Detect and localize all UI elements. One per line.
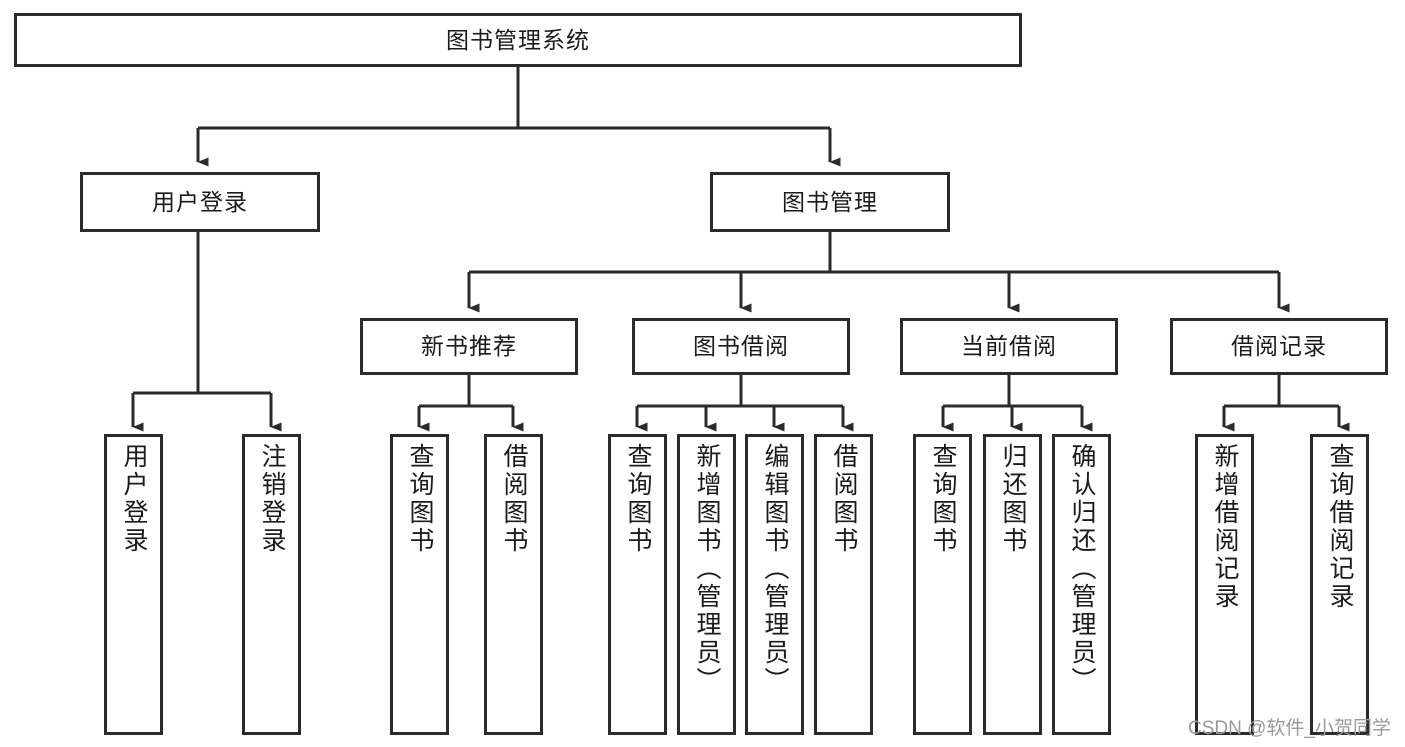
leaf-new-book-query[interactable]: 查询图书 [390,434,449,735]
node-label: 用户登录 [120,443,148,555]
watermark-text: CSDN @软件_小贺同学 [1188,718,1391,739]
leaf-borrow-record-add[interactable]: 新增借阅记录 [1195,434,1254,735]
leaf-current-borrow-confirm-return[interactable]: 确认归还（管理员） [1052,434,1111,735]
node-label: 借阅图书 [500,443,528,555]
node-label: 新增图书（管理员） [693,443,721,695]
leaf-book-borrow-query[interactable]: 查询图书 [608,434,667,735]
leaf-book-borrow-borrow[interactable]: 借阅图书 [814,434,873,735]
node-label: 图书借阅 [693,333,789,360]
leaf-new-book-borrow[interactable]: 借阅图书 [484,434,543,735]
node-book-borrow[interactable]: 图书借阅 [632,318,850,375]
node-current-borrow[interactable]: 当前借阅 [900,318,1118,375]
leaf-current-borrow-query[interactable]: 查询图书 [913,434,972,735]
node-label: 查询图书 [406,443,434,555]
leaf-user-login-login[interactable]: 用户登录 [104,434,163,735]
node-label: 查询图书 [624,443,652,555]
node-root-system[interactable]: 图书管理系统 [14,13,1022,67]
node-label: 用户登录 [152,188,248,215]
node-label: 当前借阅 [961,333,1057,360]
node-new-book-recommend[interactable]: 新书推荐 [360,318,578,375]
node-label: 确认归还（管理员） [1068,443,1096,695]
node-label: 借阅图书 [830,443,858,555]
node-borrow-record[interactable]: 借阅记录 [1170,318,1388,375]
leaf-book-borrow-add[interactable]: 新增图书（管理员） [677,434,736,735]
node-label: 查询图书 [929,443,957,555]
node-label: 图书管理 [782,188,878,215]
leaf-book-borrow-edit[interactable]: 编辑图书（管理员） [745,434,804,735]
leaf-user-login-logout[interactable]: 注销登录 [242,434,301,735]
node-user-login[interactable]: 用户登录 [80,172,320,232]
node-label: 归还图书 [999,443,1027,555]
node-label: 新书推荐 [421,333,517,360]
node-book-management[interactable]: 图书管理 [710,172,950,232]
node-label: 查询借阅记录 [1326,443,1354,611]
node-label: 新增借阅记录 [1211,443,1239,611]
node-label: 注销登录 [258,443,286,555]
node-label: 图书管理系统 [446,26,590,53]
node-label: 编辑图书（管理员） [761,443,789,695]
node-label: 借阅记录 [1231,333,1327,360]
leaf-borrow-record-query[interactable]: 查询借阅记录 [1310,434,1369,735]
leaf-current-borrow-return[interactable]: 归还图书 [983,434,1042,735]
